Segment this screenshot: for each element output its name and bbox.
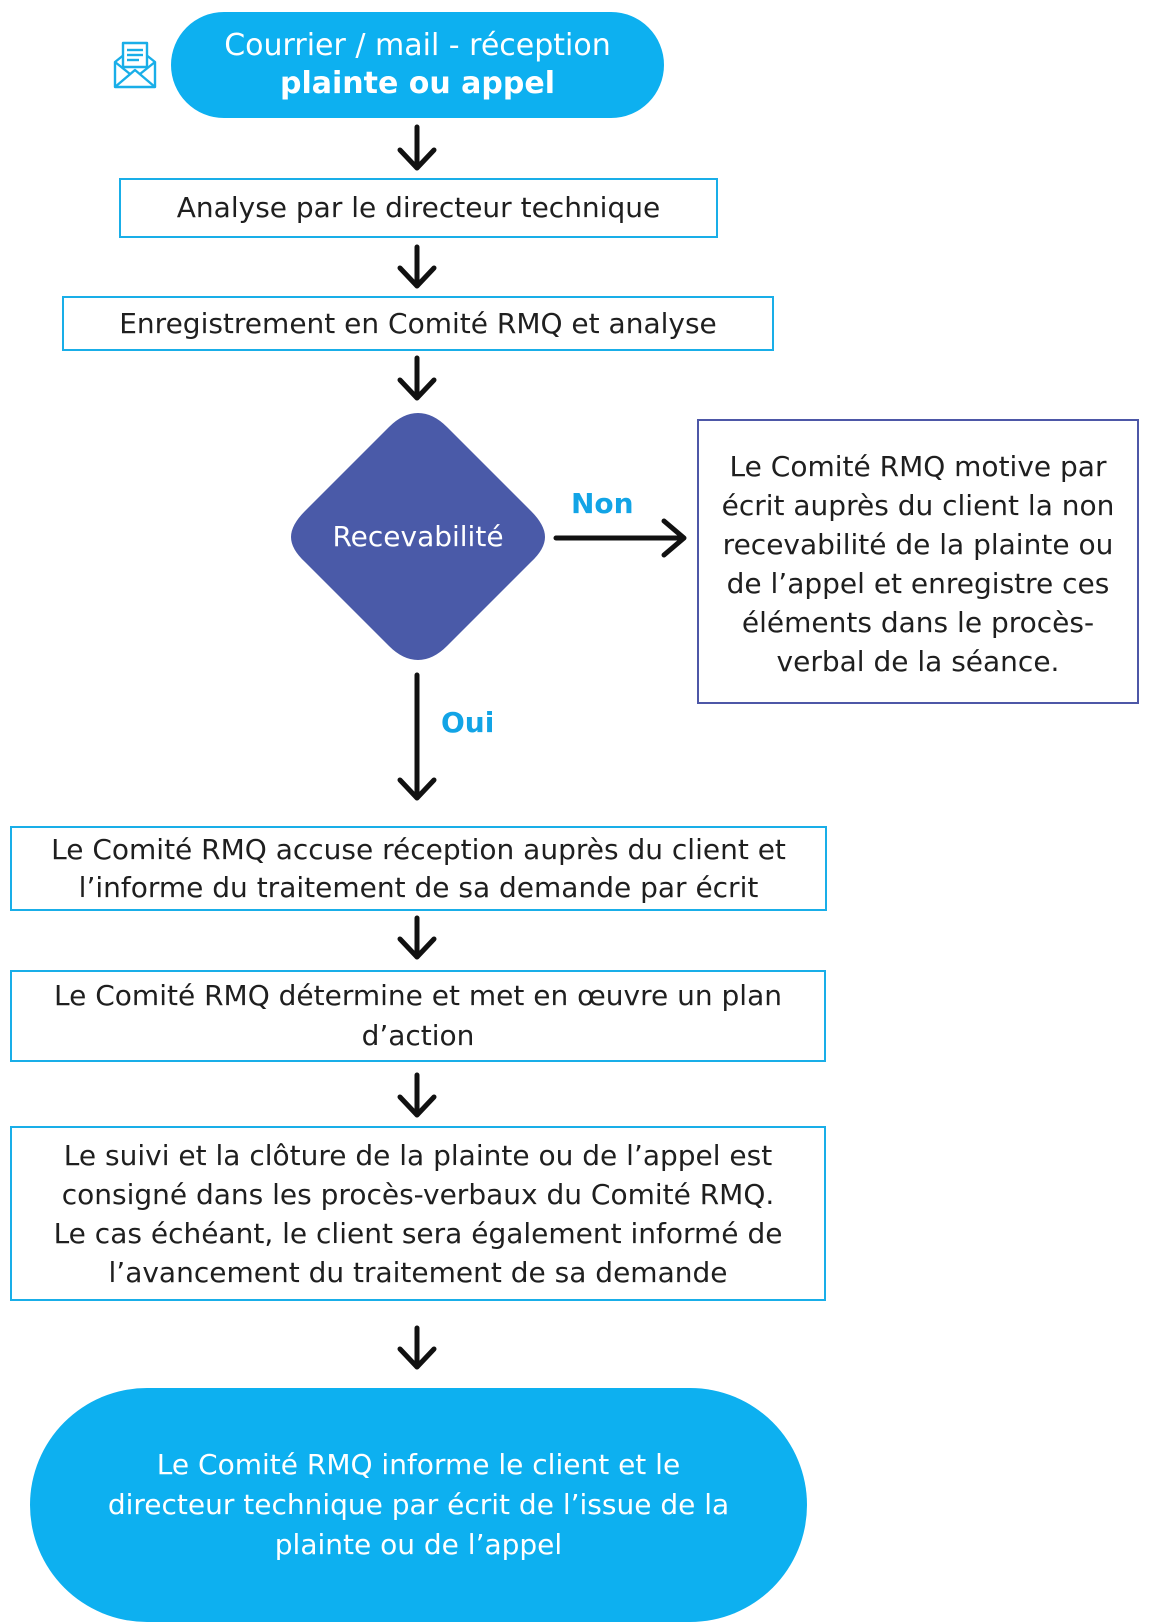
- step-plan-box: Le Comité RMQ détermine et met en œuvre …: [10, 970, 826, 1062]
- step-accuse-box: Le Comité RMQ accuse réception auprès du…: [10, 826, 827, 911]
- mail-icon: [113, 41, 157, 89]
- step-suivi-line: l’avancement du traitement de sa demande: [108, 1255, 728, 1289]
- arrow-down-icon: [397, 672, 437, 801]
- step-suivi-line: Le cas échéant, le client sera également…: [53, 1216, 783, 1250]
- step-analyse-box: Analyse par le directeur technique: [119, 178, 718, 238]
- start-line-1: Courrier / mail - réception: [224, 28, 611, 63]
- arrow-down-icon: [397, 915, 437, 960]
- end-line: directeur technique par écrit de l’issue…: [107, 1488, 730, 1521]
- step-analyse-text: Analyse par le directeur technique: [176, 191, 661, 224]
- step-suivi-line: Le suivi et la clôture de la plainte ou …: [63, 1138, 773, 1172]
- end-line: plainte ou de l’appel: [274, 1528, 563, 1561]
- decision-diamond: [291, 413, 545, 660]
- arrow-down-icon: [397, 124, 437, 171]
- decision-label-text: Recevabilité: [332, 520, 504, 553]
- rejection-line: écrit auprès du client la non: [721, 488, 1115, 522]
- end-node: Le Comité RMQ informe le client et le di…: [30, 1388, 807, 1622]
- arrow-down-icon: [397, 1072, 437, 1118]
- step-plan-line: Le Comité RMQ détermine et met en œuvre …: [54, 979, 782, 1012]
- arrow-right-icon: [553, 518, 687, 558]
- start-line-2: plainte ou appel: [279, 66, 555, 101]
- arrow-down-icon: [397, 244, 437, 289]
- rejection-box: Le Comité RMQ motive par écrit auprès du…: [697, 419, 1139, 704]
- start-node: Courrier / mail - réception plainte ou a…: [171, 12, 664, 118]
- rejection-line: verbal de la séance.: [776, 644, 1060, 678]
- step-accuse-line: Le Comité RMQ accuse réception auprès du…: [51, 832, 786, 866]
- step-suivi-box: Le suivi et la clôture de la plainte ou …: [10, 1126, 826, 1301]
- rejection-line: éléments dans le procès-: [741, 605, 1095, 639]
- step-accuse-line: l’informe du traitement de sa demande pa…: [78, 870, 759, 904]
- decision-label: Recevabilité: [287, 409, 549, 664]
- rejection-line: de l’appel et enregistre ces: [726, 566, 1110, 600]
- yes-branch-label: Oui: [441, 706, 495, 739]
- no-branch-label: Non: [571, 487, 634, 520]
- rejection-line: Le Comité RMQ motive par: [729, 449, 1107, 483]
- step-plan-line: d’action: [361, 1019, 475, 1052]
- step-suivi-line: consigné dans les procès-verbaux du Comi…: [61, 1177, 775, 1211]
- arrow-down-icon: [397, 355, 437, 401]
- rejection-line: recevabilité de la plainte ou: [722, 527, 1114, 561]
- step-enregistrement-box: Enregistrement en Comité RMQ et analyse: [62, 296, 774, 351]
- end-line: Le Comité RMQ informe le client et le: [156, 1448, 681, 1481]
- arrow-down-icon: [397, 1325, 437, 1370]
- step-enregistrement-text: Enregistrement en Comité RMQ et analyse: [119, 306, 717, 340]
